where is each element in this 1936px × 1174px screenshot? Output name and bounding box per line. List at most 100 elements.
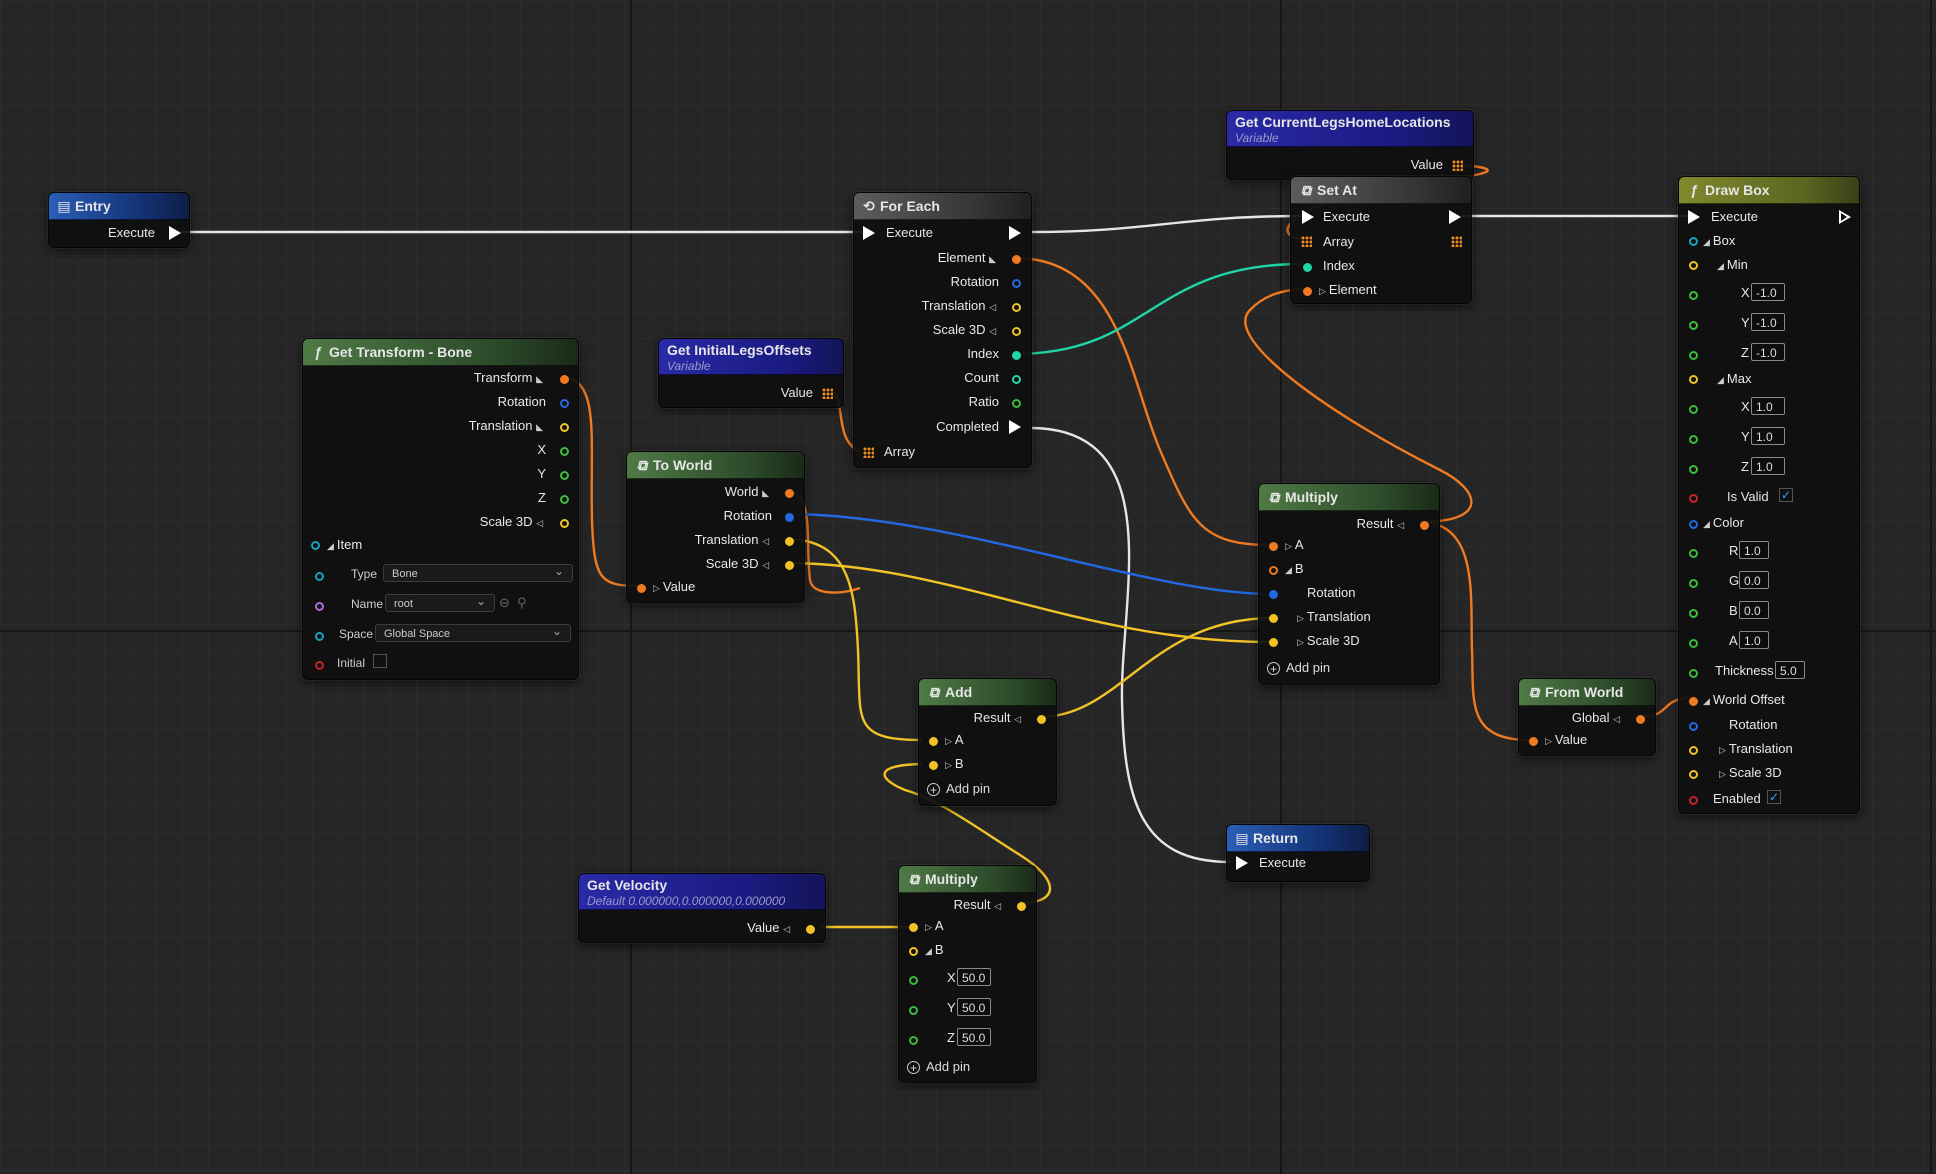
translation-out-pin[interactable] <box>560 423 569 432</box>
exec-in-pin[interactable] <box>1688 210 1700 224</box>
array-out-pin[interactable] <box>1452 160 1463 171</box>
a-in-pin[interactable] <box>1269 542 1278 551</box>
offset-scale-pin[interactable] <box>1689 770 1698 779</box>
b-y-field[interactable]: 50.0 <box>957 998 991 1016</box>
thickness-pin[interactable] <box>1689 669 1698 678</box>
value-in-pin[interactable] <box>637 584 646 593</box>
max-y-pin[interactable] <box>1689 435 1698 444</box>
node-to-world[interactable]: ⧉To World World ◣ Rotation Translation ◁… <box>626 451 805 603</box>
color-g-field[interactable]: 0.0 <box>1739 571 1769 589</box>
add-pin-button[interactable]: +Add pin <box>907 1059 970 1075</box>
node-set-at[interactable]: ⧉Set At Execute Array Index ▷Element <box>1290 176 1472 304</box>
color-r-pin[interactable] <box>1689 549 1698 558</box>
b-y-pin[interactable] <box>909 1006 918 1015</box>
array-in-pin[interactable] <box>863 447 874 458</box>
index-out-pin[interactable] <box>1012 351 1021 360</box>
array-in-pin[interactable] <box>1301 236 1312 247</box>
add-pin-button[interactable]: +Add pin <box>1267 660 1330 676</box>
element-out-pin[interactable] <box>1012 255 1021 264</box>
node-entry[interactable]: ▤Entry Execute <box>48 192 190 248</box>
min-y-field[interactable]: -1.0 <box>1751 313 1785 331</box>
max-x-field[interactable]: 1.0 <box>1751 397 1785 415</box>
min-x-field[interactable]: -1.0 <box>1751 283 1785 301</box>
initial-in-pin[interactable] <box>315 661 324 670</box>
node-add[interactable]: ⧉Add Result ◁ ▷A ▷B +Add pin <box>918 678 1057 806</box>
b-z-pin[interactable] <box>909 1036 918 1045</box>
value-in-pin[interactable] <box>1529 737 1538 746</box>
rotation-out-pin[interactable] <box>560 399 569 408</box>
node-multiply-bottom[interactable]: ⧉Multiply Result ◁ ▷A ◢B X 50.0 Y 50.0 Z… <box>898 865 1037 1083</box>
exec-in-pin[interactable] <box>1302 210 1314 224</box>
item-in-pin[interactable] <box>311 541 320 550</box>
exec-out-pin[interactable] <box>169 226 181 240</box>
min-z-pin[interactable] <box>1689 351 1698 360</box>
scale-out-pin[interactable] <box>785 561 794 570</box>
enabled-pin[interactable] <box>1689 796 1698 805</box>
b-z-field[interactable]: 50.0 <box>957 1028 991 1046</box>
color-b-field[interactable]: 0.0 <box>1739 601 1769 619</box>
b-translation-pin[interactable] <box>1269 614 1278 623</box>
b-in-pin[interactable] <box>929 761 938 770</box>
array-out-pin[interactable] <box>822 388 833 399</box>
max-z-field[interactable]: 1.0 <box>1751 457 1785 475</box>
transform-out-pin[interactable] <box>560 375 569 384</box>
translation-out-pin[interactable] <box>785 537 794 546</box>
space-combo[interactable]: Global Space <box>375 622 571 642</box>
y-out-pin[interactable] <box>560 471 569 480</box>
global-out-pin[interactable] <box>1636 715 1645 724</box>
color-r-field[interactable]: 1.0 <box>1739 541 1769 559</box>
result-out-pin[interactable] <box>1017 902 1026 911</box>
max-z-pin[interactable] <box>1689 465 1698 474</box>
min-y-pin[interactable] <box>1689 321 1698 330</box>
is-valid-checkbox[interactable]: ✓ <box>1779 488 1793 502</box>
color-a-pin[interactable] <box>1689 639 1698 648</box>
color-in-pin[interactable] <box>1689 520 1698 529</box>
array-out-pin[interactable] <box>1451 236 1462 247</box>
b-scale-pin[interactable] <box>1269 638 1278 647</box>
exec-in-pin[interactable] <box>863 226 875 240</box>
b-in-pin[interactable] <box>909 947 918 956</box>
result-out-pin[interactable] <box>1420 521 1429 530</box>
min-z-field[interactable]: -1.0 <box>1751 343 1785 361</box>
color-b-pin[interactable] <box>1689 609 1698 618</box>
b-rotation-pin[interactable] <box>1269 590 1278 599</box>
completed-exec-out-pin[interactable] <box>1009 420 1021 434</box>
exec-out-pin[interactable] <box>1009 226 1021 240</box>
max-in-pin[interactable] <box>1689 375 1698 384</box>
space-in-pin[interactable] <box>315 632 324 641</box>
initial-checkbox[interactable] <box>373 654 387 668</box>
translation-out-pin[interactable] <box>1012 303 1021 312</box>
max-x-pin[interactable] <box>1689 405 1698 414</box>
add-pin-button[interactable]: +Add pin <box>927 781 990 797</box>
browse-icon[interactable]: ⊖ <box>499 595 510 610</box>
name-in-pin[interactable] <box>315 602 324 611</box>
world-out-pin[interactable] <box>785 489 794 498</box>
box-in-pin[interactable] <box>1689 237 1698 246</box>
world-offset-in-pin[interactable] <box>1689 697 1698 706</box>
count-out-pin[interactable] <box>1012 375 1021 384</box>
ratio-out-pin[interactable] <box>1012 399 1021 408</box>
b-in-pin[interactable] <box>1269 566 1278 575</box>
color-g-pin[interactable] <box>1689 579 1698 588</box>
b-x-field[interactable]: 50.0 <box>957 968 991 986</box>
exec-in-pin[interactable] <box>1236 856 1248 870</box>
offset-translation-pin[interactable] <box>1689 746 1698 755</box>
node-from-world[interactable]: ⧉From World Global ◁ ▷Value <box>1518 678 1656 756</box>
color-a-field[interactable]: 1.0 <box>1739 631 1769 649</box>
thickness-field[interactable]: 5.0 <box>1775 661 1805 679</box>
node-for-each[interactable]: ⟲For Each Execute Element ◣ Rotation Tra… <box>853 192 1032 468</box>
result-out-pin[interactable] <box>1037 715 1046 724</box>
min-x-pin[interactable] <box>1689 291 1698 300</box>
type-in-pin[interactable] <box>315 572 324 581</box>
enabled-checkbox[interactable]: ✓ <box>1767 790 1781 804</box>
max-y-field[interactable]: 1.0 <box>1751 427 1785 445</box>
rotation-out-pin[interactable] <box>785 513 794 522</box>
z-out-pin[interactable] <box>560 495 569 504</box>
search-icon[interactable]: ⚲ <box>517 595 527 610</box>
x-out-pin[interactable] <box>560 447 569 456</box>
exec-out-pin[interactable] <box>1449 210 1461 224</box>
offset-rotation-pin[interactable] <box>1689 722 1698 731</box>
